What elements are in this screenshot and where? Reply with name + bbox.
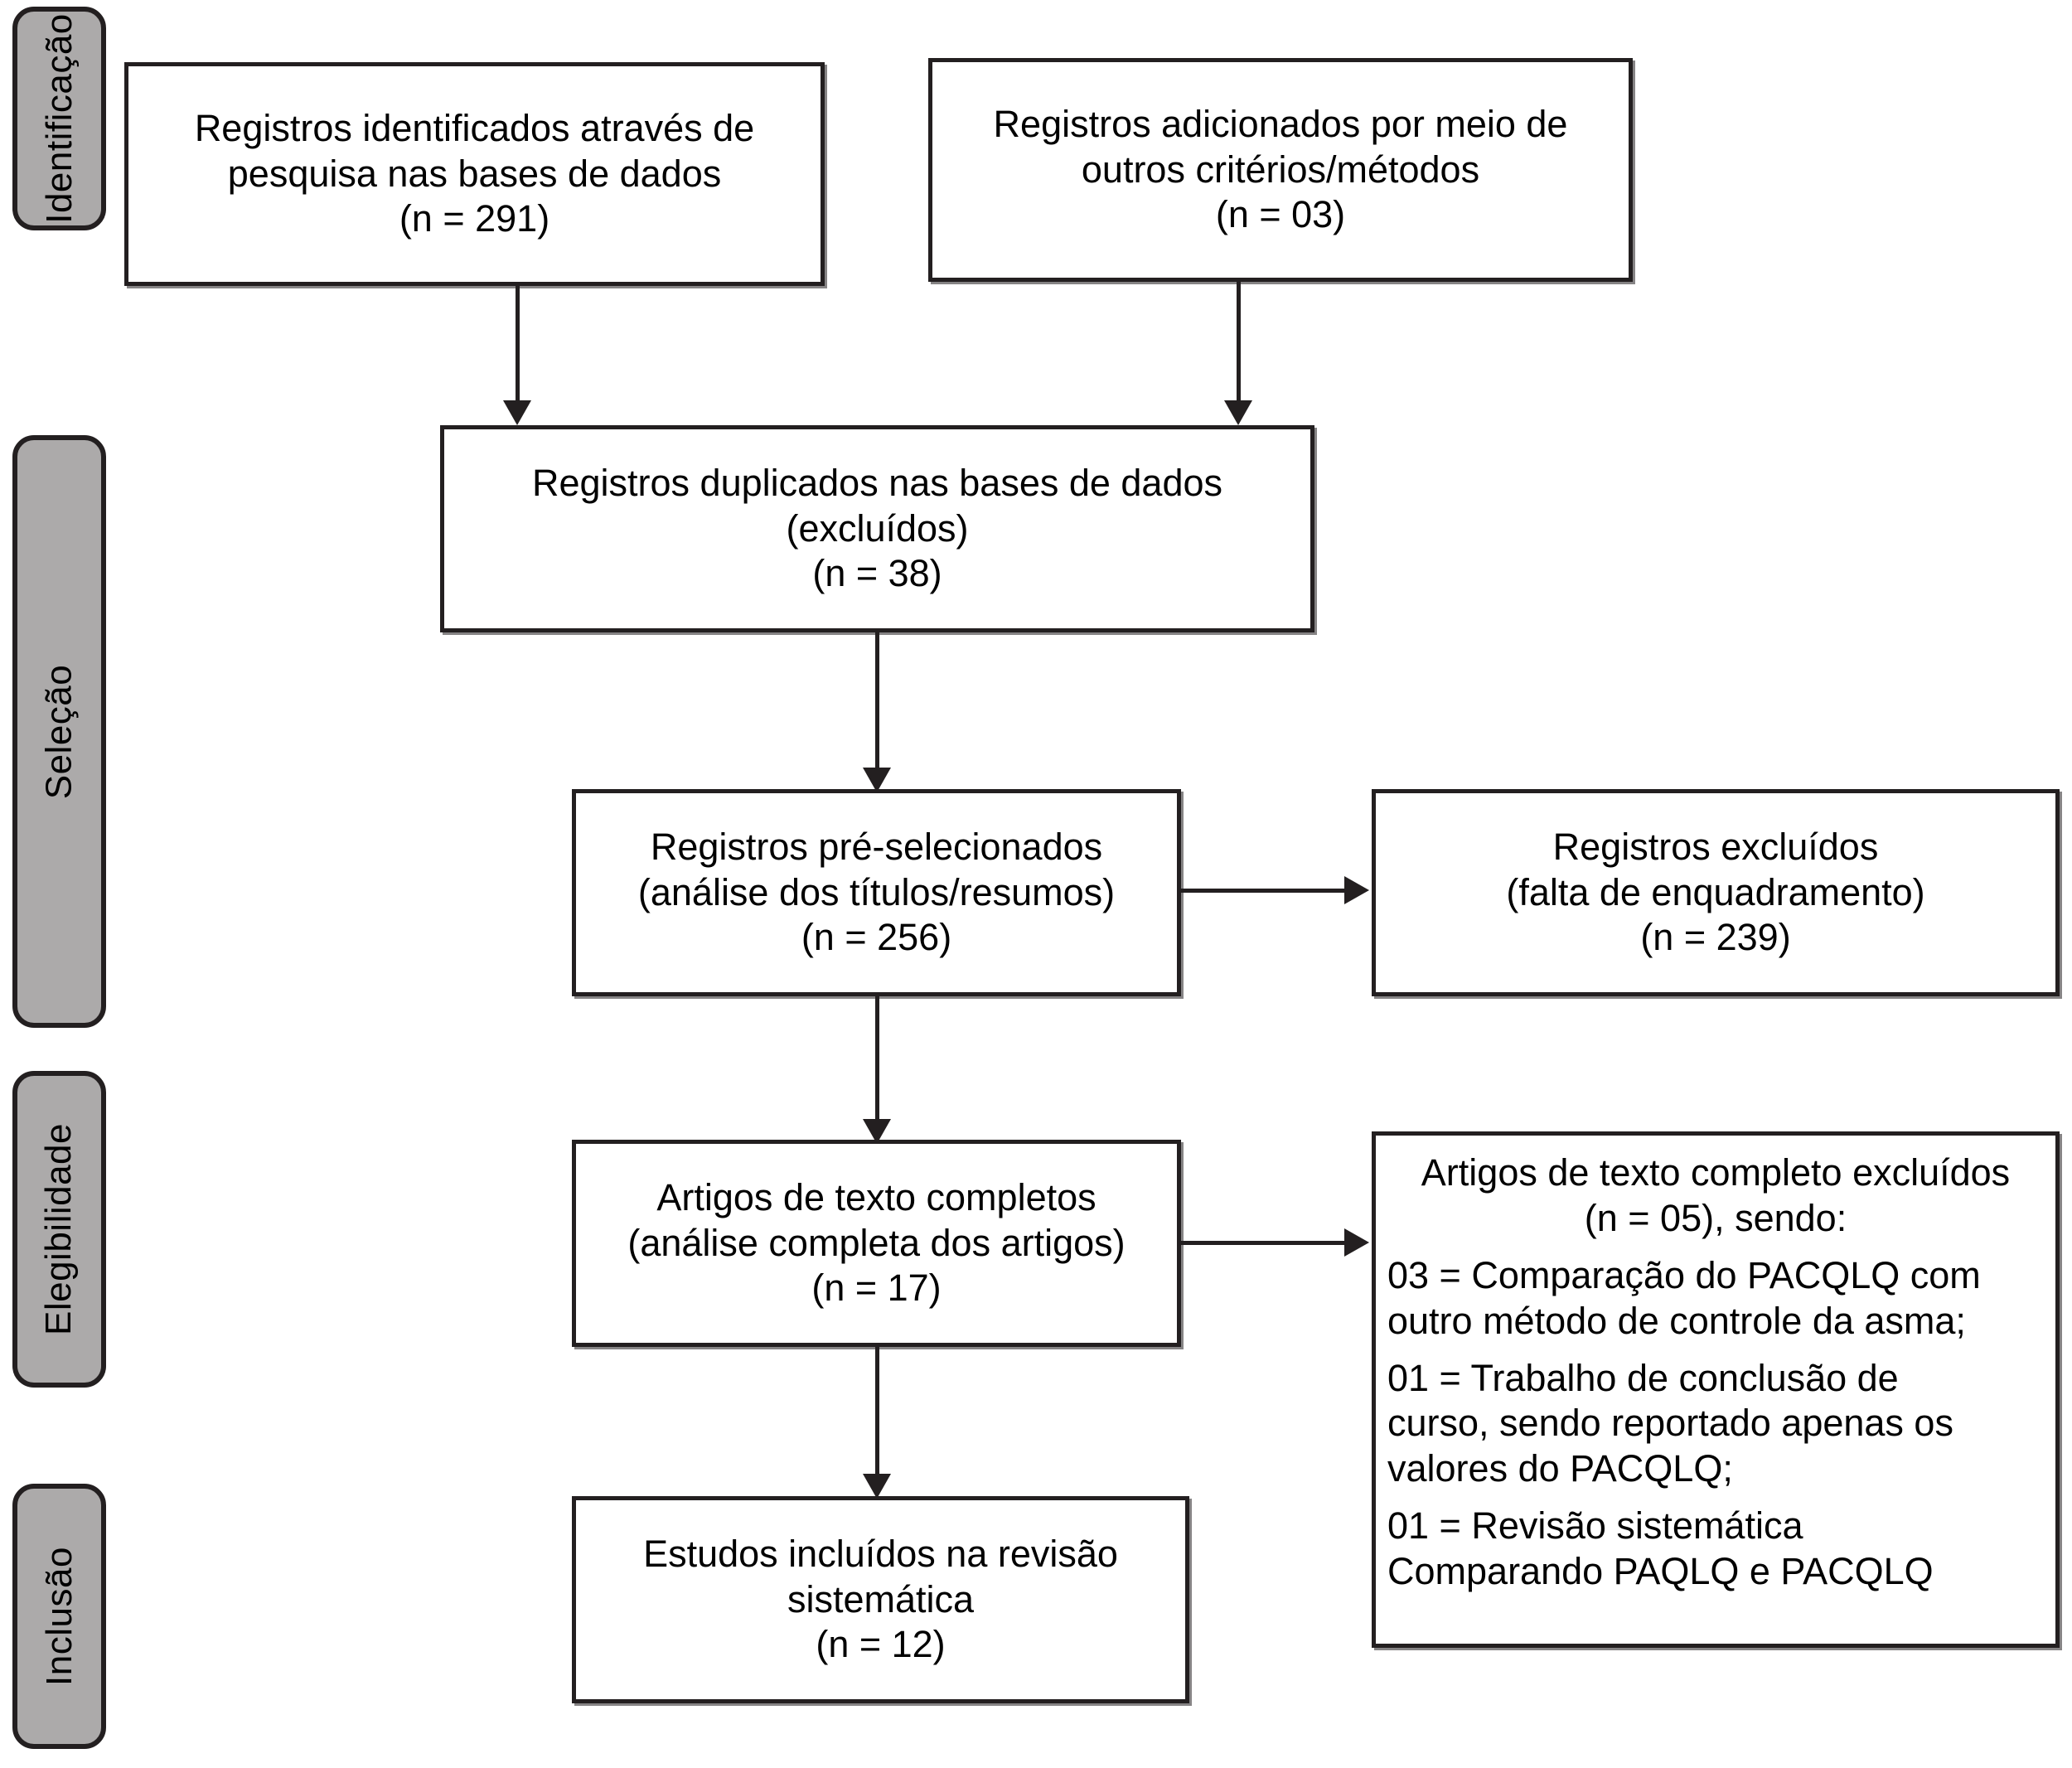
box-duplicates: Registros duplicados nas bases de dados … bbox=[440, 425, 1314, 632]
box-duplicates-line2: (excluídos) bbox=[786, 506, 969, 550]
arrowhead-full-text-to-excluded bbox=[1344, 1228, 1369, 1257]
box-identified-other: Registros adicionados por meio de outros… bbox=[928, 58, 1633, 282]
box-excluded-full-text-reason-2: 01 = Trabalho de conclusão de curso, sen… bbox=[1376, 1356, 2055, 1493]
box-excluded-full-text-reason-3: 01 = Revisão sistemática Comparando PAQL… bbox=[1376, 1504, 2055, 1595]
arrowhead-duplicates-to-screened bbox=[863, 768, 891, 792]
stage-tab-inclusao: Inclusão bbox=[12, 1484, 106, 1749]
box-excluded-full-text-reason3-line2: Comparando PAQLQ e PACQLQ bbox=[1387, 1550, 1934, 1593]
box-duplicates-count: (n = 38) bbox=[812, 552, 942, 595]
box-duplicates-line1: Registros duplicados nas bases de dados bbox=[531, 461, 1223, 504]
stage-tab-selecao-label: Seleção bbox=[38, 664, 80, 799]
box-excluded-screening-count: (n = 239) bbox=[1640, 916, 1791, 959]
arrowhead-full-text-to-included bbox=[863, 1474, 891, 1499]
box-identified-databases-count: (n = 291) bbox=[399, 197, 550, 240]
box-identified-databases: Registros identificados através de pesqu… bbox=[124, 62, 825, 286]
arrowhead-identified-other-to-duplicates bbox=[1224, 400, 1252, 425]
connector-screened-to-excluded bbox=[1181, 889, 1347, 893]
connector-full-text-to-excluded bbox=[1181, 1241, 1347, 1245]
stage-tab-inclusao-label: Inclusão bbox=[38, 1547, 80, 1686]
stage-tab-elegibilidade: Elegibilidade bbox=[12, 1071, 106, 1388]
box-excluded-full-text-reason2-line2: curso, sendo reportado apenas os bbox=[1387, 1402, 1953, 1445]
connector-identified-other-to-duplicates bbox=[1237, 282, 1241, 402]
box-excluded-full-text-reason-1: 03 = Comparação do PACQLQ com outro méto… bbox=[1376, 1253, 2055, 1344]
arrowhead-screened-to-excluded bbox=[1344, 876, 1369, 904]
box-excluded-screening-line2: (falta de enquadramento) bbox=[1506, 870, 1925, 913]
connector-full-text-to-included bbox=[875, 1347, 879, 1475]
box-full-text-line1: Artigos de texto completos bbox=[656, 1175, 1097, 1218]
box-excluded-screening: Registros excluídos (falta de enquadrame… bbox=[1372, 789, 2060, 996]
box-full-text-count: (n = 17) bbox=[811, 1267, 942, 1310]
box-excluded-full-text: Artigos de texto completo excluídos (n =… bbox=[1372, 1131, 2060, 1648]
stage-tab-elegibilidade-label: Elegibilidade bbox=[38, 1122, 80, 1336]
box-excluded-full-text-heading: Artigos de texto completo excluídos (n =… bbox=[1376, 1150, 2055, 1242]
box-screened-line2: (análise dos títulos/resumos) bbox=[637, 870, 1116, 913]
box-screened-count: (n = 256) bbox=[801, 916, 952, 959]
box-screened: Registros pré-selecionados (análise dos … bbox=[572, 789, 1181, 996]
box-included-count: (n = 12) bbox=[816, 1623, 946, 1666]
box-identified-other-line1: Registros adicionados por meio de bbox=[993, 102, 1568, 145]
box-excluded-full-text-reason1-line1: 03 = Comparação do PACQLQ com bbox=[1387, 1253, 1981, 1296]
box-excluded-screening-line1: Registros excluídos bbox=[1552, 825, 1879, 868]
connector-screened-to-full-text bbox=[875, 996, 879, 1121]
box-included: Estudos incluídos na revisão sistemática… bbox=[572, 1496, 1189, 1703]
stage-tab-selecao: Seleção bbox=[12, 435, 106, 1028]
arrowhead-identified-databases-to-duplicates bbox=[503, 400, 531, 425]
box-full-text-line2: (análise completa dos artigos) bbox=[627, 1221, 1126, 1264]
stage-tab-identificacao-label: Identificação bbox=[38, 13, 80, 224]
box-screened-line1: Registros pré-selecionados bbox=[650, 825, 1103, 868]
box-identified-other-line2: outros critérios/métodos bbox=[1081, 148, 1480, 191]
box-identified-databases-line2: pesquisa nas bases de dados bbox=[227, 152, 722, 195]
box-excluded-full-text-head2: (n = 05), sendo: bbox=[1584, 1196, 1847, 1239]
box-identified-databases-line1: Registros identificados através de bbox=[194, 106, 755, 149]
box-excluded-full-text-reason3-line1: 01 = Revisão sistemática bbox=[1387, 1504, 1803, 1548]
box-full-text: Artigos de texto completos (análise comp… bbox=[572, 1140, 1181, 1347]
stage-tab-identificacao: Identificação bbox=[12, 7, 106, 230]
box-excluded-full-text-reason2-line1: 01 = Trabalho de conclusão de bbox=[1387, 1356, 1899, 1399]
box-identified-other-count: (n = 03) bbox=[1215, 193, 1346, 236]
box-included-line2: sistemática bbox=[787, 1577, 975, 1620]
box-excluded-full-text-reason2-line3: valores do PACQLQ; bbox=[1387, 1447, 1733, 1490]
box-excluded-full-text-head1: Artigos de texto completo excluídos bbox=[1421, 1151, 2011, 1194]
connector-identified-databases-to-duplicates bbox=[516, 286, 520, 402]
box-excluded-full-text-reason1-line2: outro método de controle da asma; bbox=[1387, 1299, 1966, 1342]
box-included-line1: Estudos incluídos na revisão bbox=[643, 1532, 1118, 1575]
connector-duplicates-to-screened bbox=[875, 632, 879, 769]
